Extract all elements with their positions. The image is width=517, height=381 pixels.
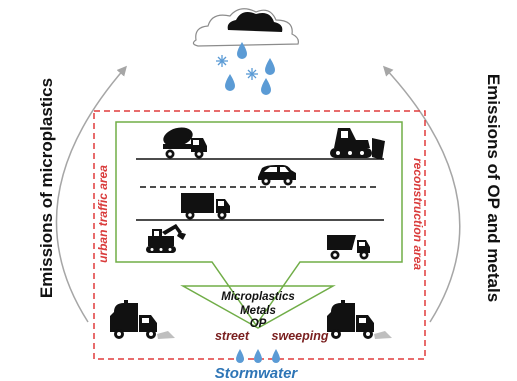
stormwater-drops bbox=[236, 349, 280, 363]
snowflake-icon bbox=[216, 55, 228, 67]
rain-cloud-icon bbox=[192, 8, 299, 47]
raindrop-icon bbox=[272, 349, 280, 363]
urban-traffic-area-label: urban traffic area bbox=[96, 165, 110, 263]
snowflake-icon bbox=[246, 68, 258, 80]
car-icon bbox=[258, 165, 296, 186]
raindrop-icon bbox=[236, 349, 244, 363]
excavator-icon bbox=[146, 224, 186, 253]
street-label: street bbox=[215, 329, 250, 343]
concrete-mixer-icon bbox=[163, 127, 207, 159]
funnel-line-microplastics: Microplastics bbox=[221, 291, 295, 303]
funnel-line-metals: Metals bbox=[240, 305, 276, 317]
bulldozer-icon bbox=[330, 128, 385, 160]
left-arrow-label: Emissions of microplastics bbox=[37, 78, 56, 298]
reconstruction-area-label: reconstruction area bbox=[411, 158, 425, 270]
street-sweeper-icon bbox=[327, 300, 392, 339]
street-sweeper-icon bbox=[110, 300, 175, 339]
funnel-line-op: OP bbox=[250, 318, 267, 330]
stormwater-label: Stormwater bbox=[215, 365, 299, 381]
raindrop-icon bbox=[225, 42, 275, 95]
funnel bbox=[180, 285, 336, 329]
road-network-frame bbox=[115, 121, 403, 327]
delivery-truck-icon bbox=[181, 193, 230, 220]
left-emission-arrow bbox=[55, 65, 127, 323]
dump-truck-icon bbox=[327, 235, 370, 260]
raindrop-icon bbox=[254, 349, 262, 363]
right-arrow-label: Emissions of OP and metals bbox=[484, 74, 503, 302]
right-emission-arrow bbox=[382, 65, 461, 323]
sweeping-label: sweeping bbox=[272, 329, 329, 343]
